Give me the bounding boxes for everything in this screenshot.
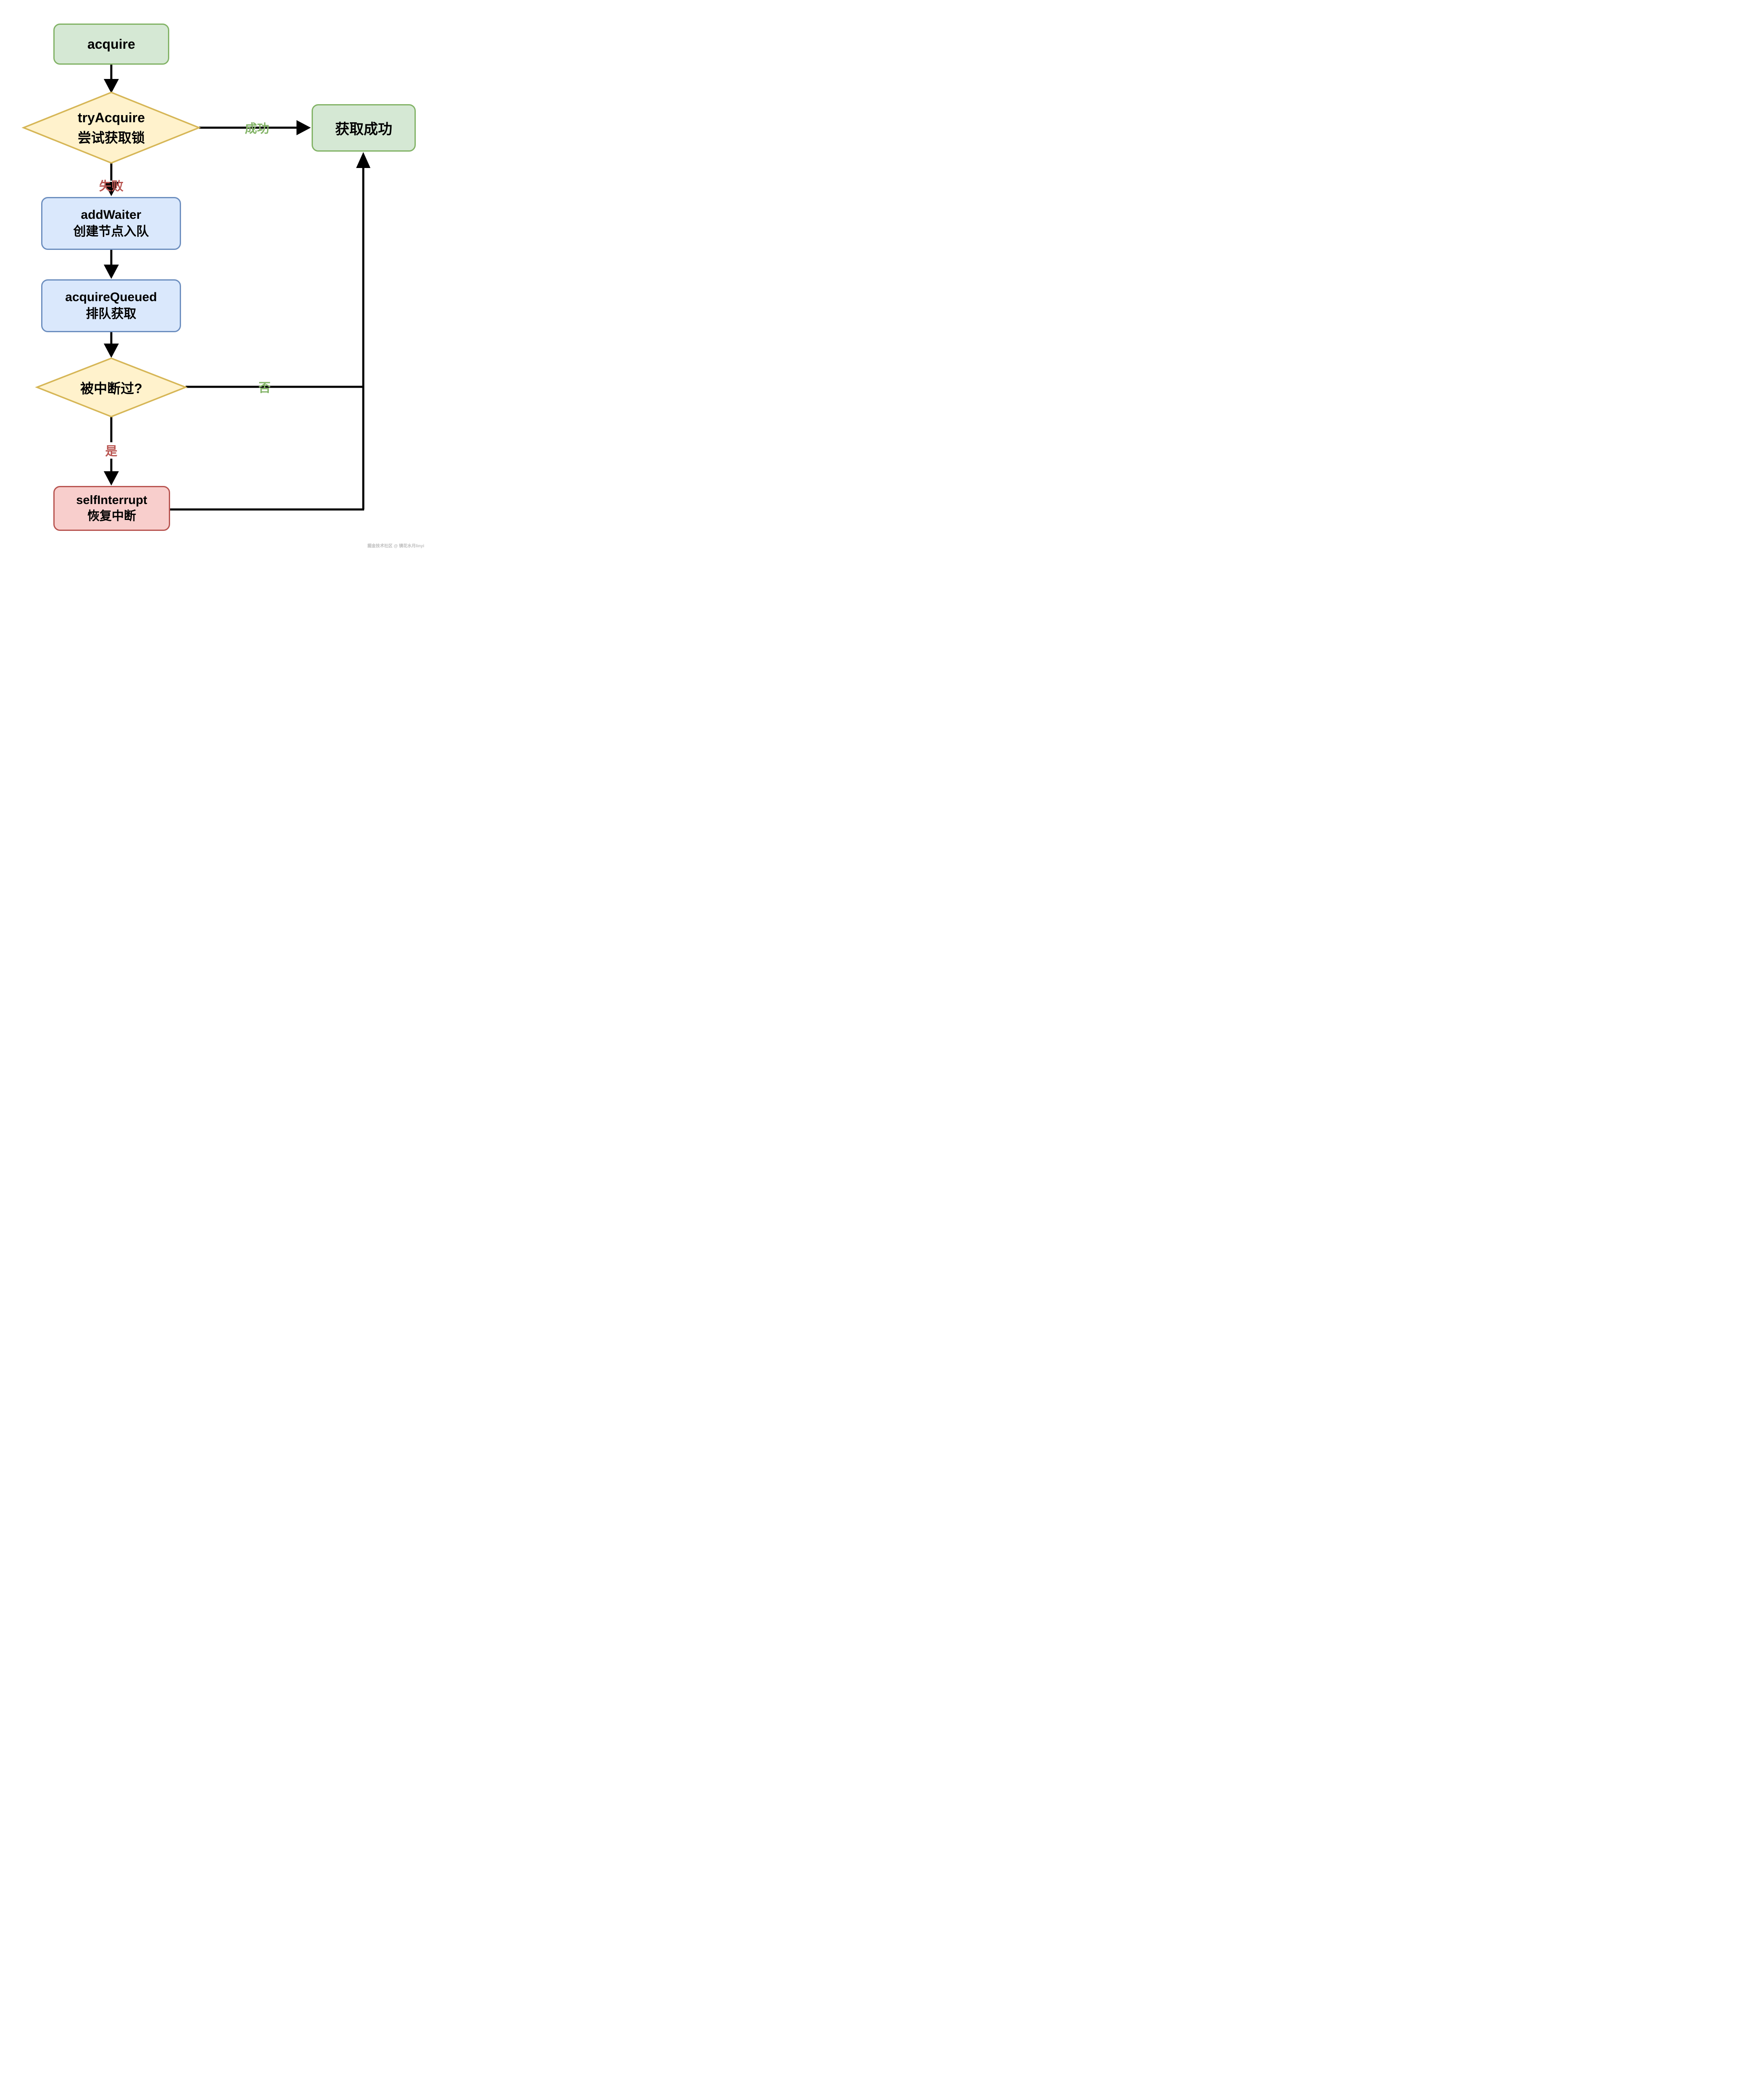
edge-label-fail: 失败 (99, 180, 124, 193)
decision-interrupted-label: 被中断过? (80, 381, 142, 396)
arrowhead-up-into-success (356, 152, 370, 168)
arrowhead-into-tryacquire (104, 79, 119, 93)
node-acquire-success: 获取成功 (312, 104, 416, 152)
watermark: 掘金技术社区 @ 镜花水月linyi (367, 544, 424, 549)
decision-interrupted: 被中断过? (37, 358, 186, 417)
decision-interrupted-shape (35, 357, 188, 417)
node-self-interrupt-label-en: selfInterrupt (76, 493, 147, 507)
node-self-interrupt-label-zh: 恢复中断 (87, 509, 136, 523)
edge-label-yes: 是 (105, 445, 118, 458)
arrowhead-into-addwaiter (104, 182, 119, 196)
node-add-waiter-label-en: addWaiter (81, 208, 142, 222)
node-acquire-queued-label-en: acquireQueued (65, 290, 157, 304)
node-acquire: acquire (53, 24, 169, 65)
decision-tryacquire-label-en: tryAcquire (77, 110, 145, 125)
node-acquire-queued-label-zh: 排队获取 (86, 307, 136, 321)
flowchart-canvas: acquire 获取成功 addWaiter 创建节点入队 acquireQue… (0, 0, 434, 557)
arrowhead-into-success (296, 120, 311, 135)
node-self-interrupt: selfInterrupt 恢复中断 (53, 486, 170, 531)
node-add-waiter: addWaiter 创建节点入队 (41, 197, 181, 250)
arrowhead-into-selfinterrupt (104, 471, 119, 486)
decision-tryacquire: tryAcquire 尝试获取锁 (27, 96, 195, 160)
node-add-waiter-label-zh: 创建节点入队 (73, 225, 149, 239)
arrowhead-into-acquirequeued (104, 265, 119, 279)
edge-label-success: 成功 (244, 122, 270, 136)
flowchart-edges-layer (21, 65, 370, 511)
edge-label-no: 否 (258, 381, 271, 395)
decision-tryacquire-label-zh: 尝试获取锁 (77, 130, 145, 145)
arrowhead-into-interrupted (104, 344, 119, 358)
node-acquire-queued: acquireQueued 排队获取 (41, 279, 181, 332)
decision-tryacquire-shape (21, 92, 201, 164)
node-acquire-success-label: 获取成功 (335, 121, 392, 137)
node-acquire-label: acquire (87, 36, 135, 52)
